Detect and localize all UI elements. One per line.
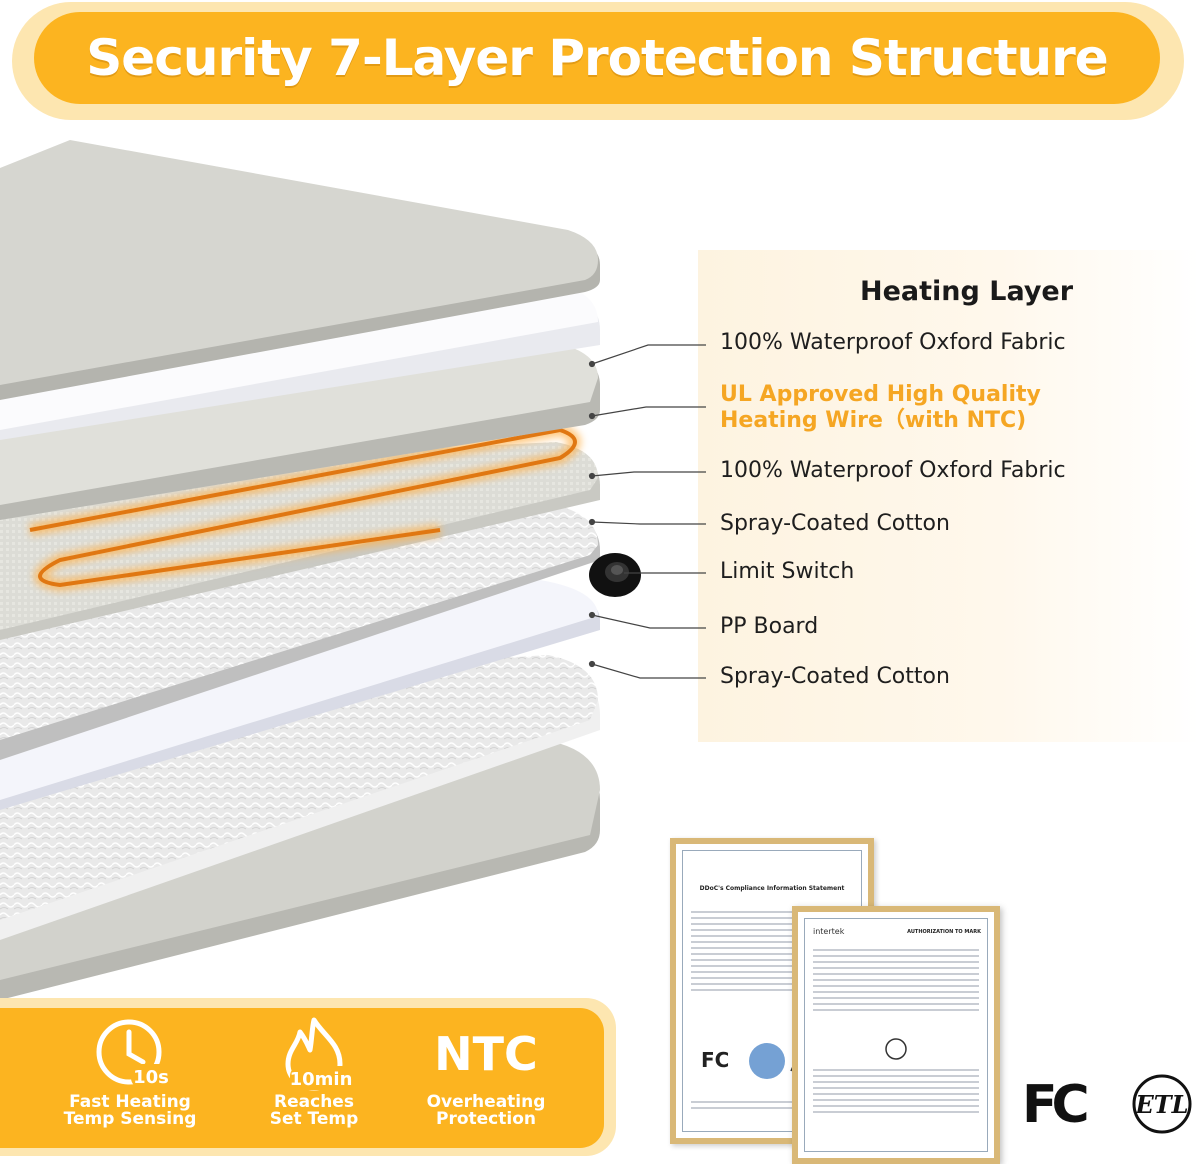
layer-pp-board (0, 580, 600, 810)
clock-icon: 10s (96, 1019, 171, 1088)
feature-badge-ntc: NTC (434, 1027, 538, 1081)
page-title: Security 7-Layer Protection Structure (86, 29, 1108, 87)
limit-switch-icon (589, 553, 641, 597)
certificate-etl-mark (885, 1038, 907, 1060)
feature-label-fast-heating: Fast Heating Temp Sensing (63, 1092, 197, 1129)
certificate-doc-title: DDoC's Compliance Information Statement (699, 885, 845, 892)
svg-text:FC: FC (701, 1048, 729, 1072)
layer-stack-illustration (0, 140, 641, 1000)
etl-logo: ETL (1132, 1074, 1192, 1134)
feature-label-reaches-temp: Reaches Set Temp (269, 1092, 359, 1129)
feature-badge-10min: 10min (290, 1069, 353, 1090)
flame-icon: 10min (285, 1017, 353, 1091)
label-spray-coated-cotton-1: Spray-Coated Cotton (720, 511, 950, 536)
certification-logos: FC ETL (1022, 1074, 1192, 1135)
feature-fast-heating: 10s Fast Heating Temp Sensing (40, 1014, 220, 1144)
layer-oxford-fabric-1 (0, 140, 600, 400)
feature-badge-10s: 10s (133, 1067, 169, 1088)
feature-ntc: NTC Overheating Protection (396, 1014, 576, 1144)
svg-text:ETL: ETL (1134, 1090, 1188, 1119)
label-oxford-fabric-top: 100% Waterproof Oxford Fabric (720, 330, 1066, 355)
panel-title: Heating Layer (860, 276, 1074, 307)
fcc-logo: FC (1022, 1075, 1093, 1135)
intertek-cert-title: AUTHORIZATION TO MARK (907, 928, 981, 935)
label-heating-wire-line1: UL Approved High Quality (720, 382, 1041, 407)
label-oxford-fabric-bottom: 100% Waterproof Oxford Fabric (720, 458, 1066, 483)
label-limit-switch: Limit Switch (720, 559, 855, 584)
title-banner: Security 7-Layer Protection Structure (34, 12, 1160, 104)
label-pp-board: PP Board (720, 614, 819, 639)
label-spray-coated-cotton-2: Spray-Coated Cotton (720, 664, 950, 689)
feature-reaches-temp: 10min Reaches Set Temp (224, 1014, 404, 1144)
intertek-logo: intertek (813, 927, 845, 936)
svg-text:FC: FC (1022, 1075, 1087, 1135)
feature-label-overheating: Overheating Protection (426, 1092, 546, 1129)
label-panel (698, 250, 1200, 742)
certificate-doc: DDoC's Compliance Information Statement … (670, 838, 874, 1144)
certificate-intertek: intertek AUTHORIZATION TO MARK (792, 906, 1000, 1164)
label-heating-wire-line2: Heating Wire（with NTC) (720, 408, 1027, 433)
